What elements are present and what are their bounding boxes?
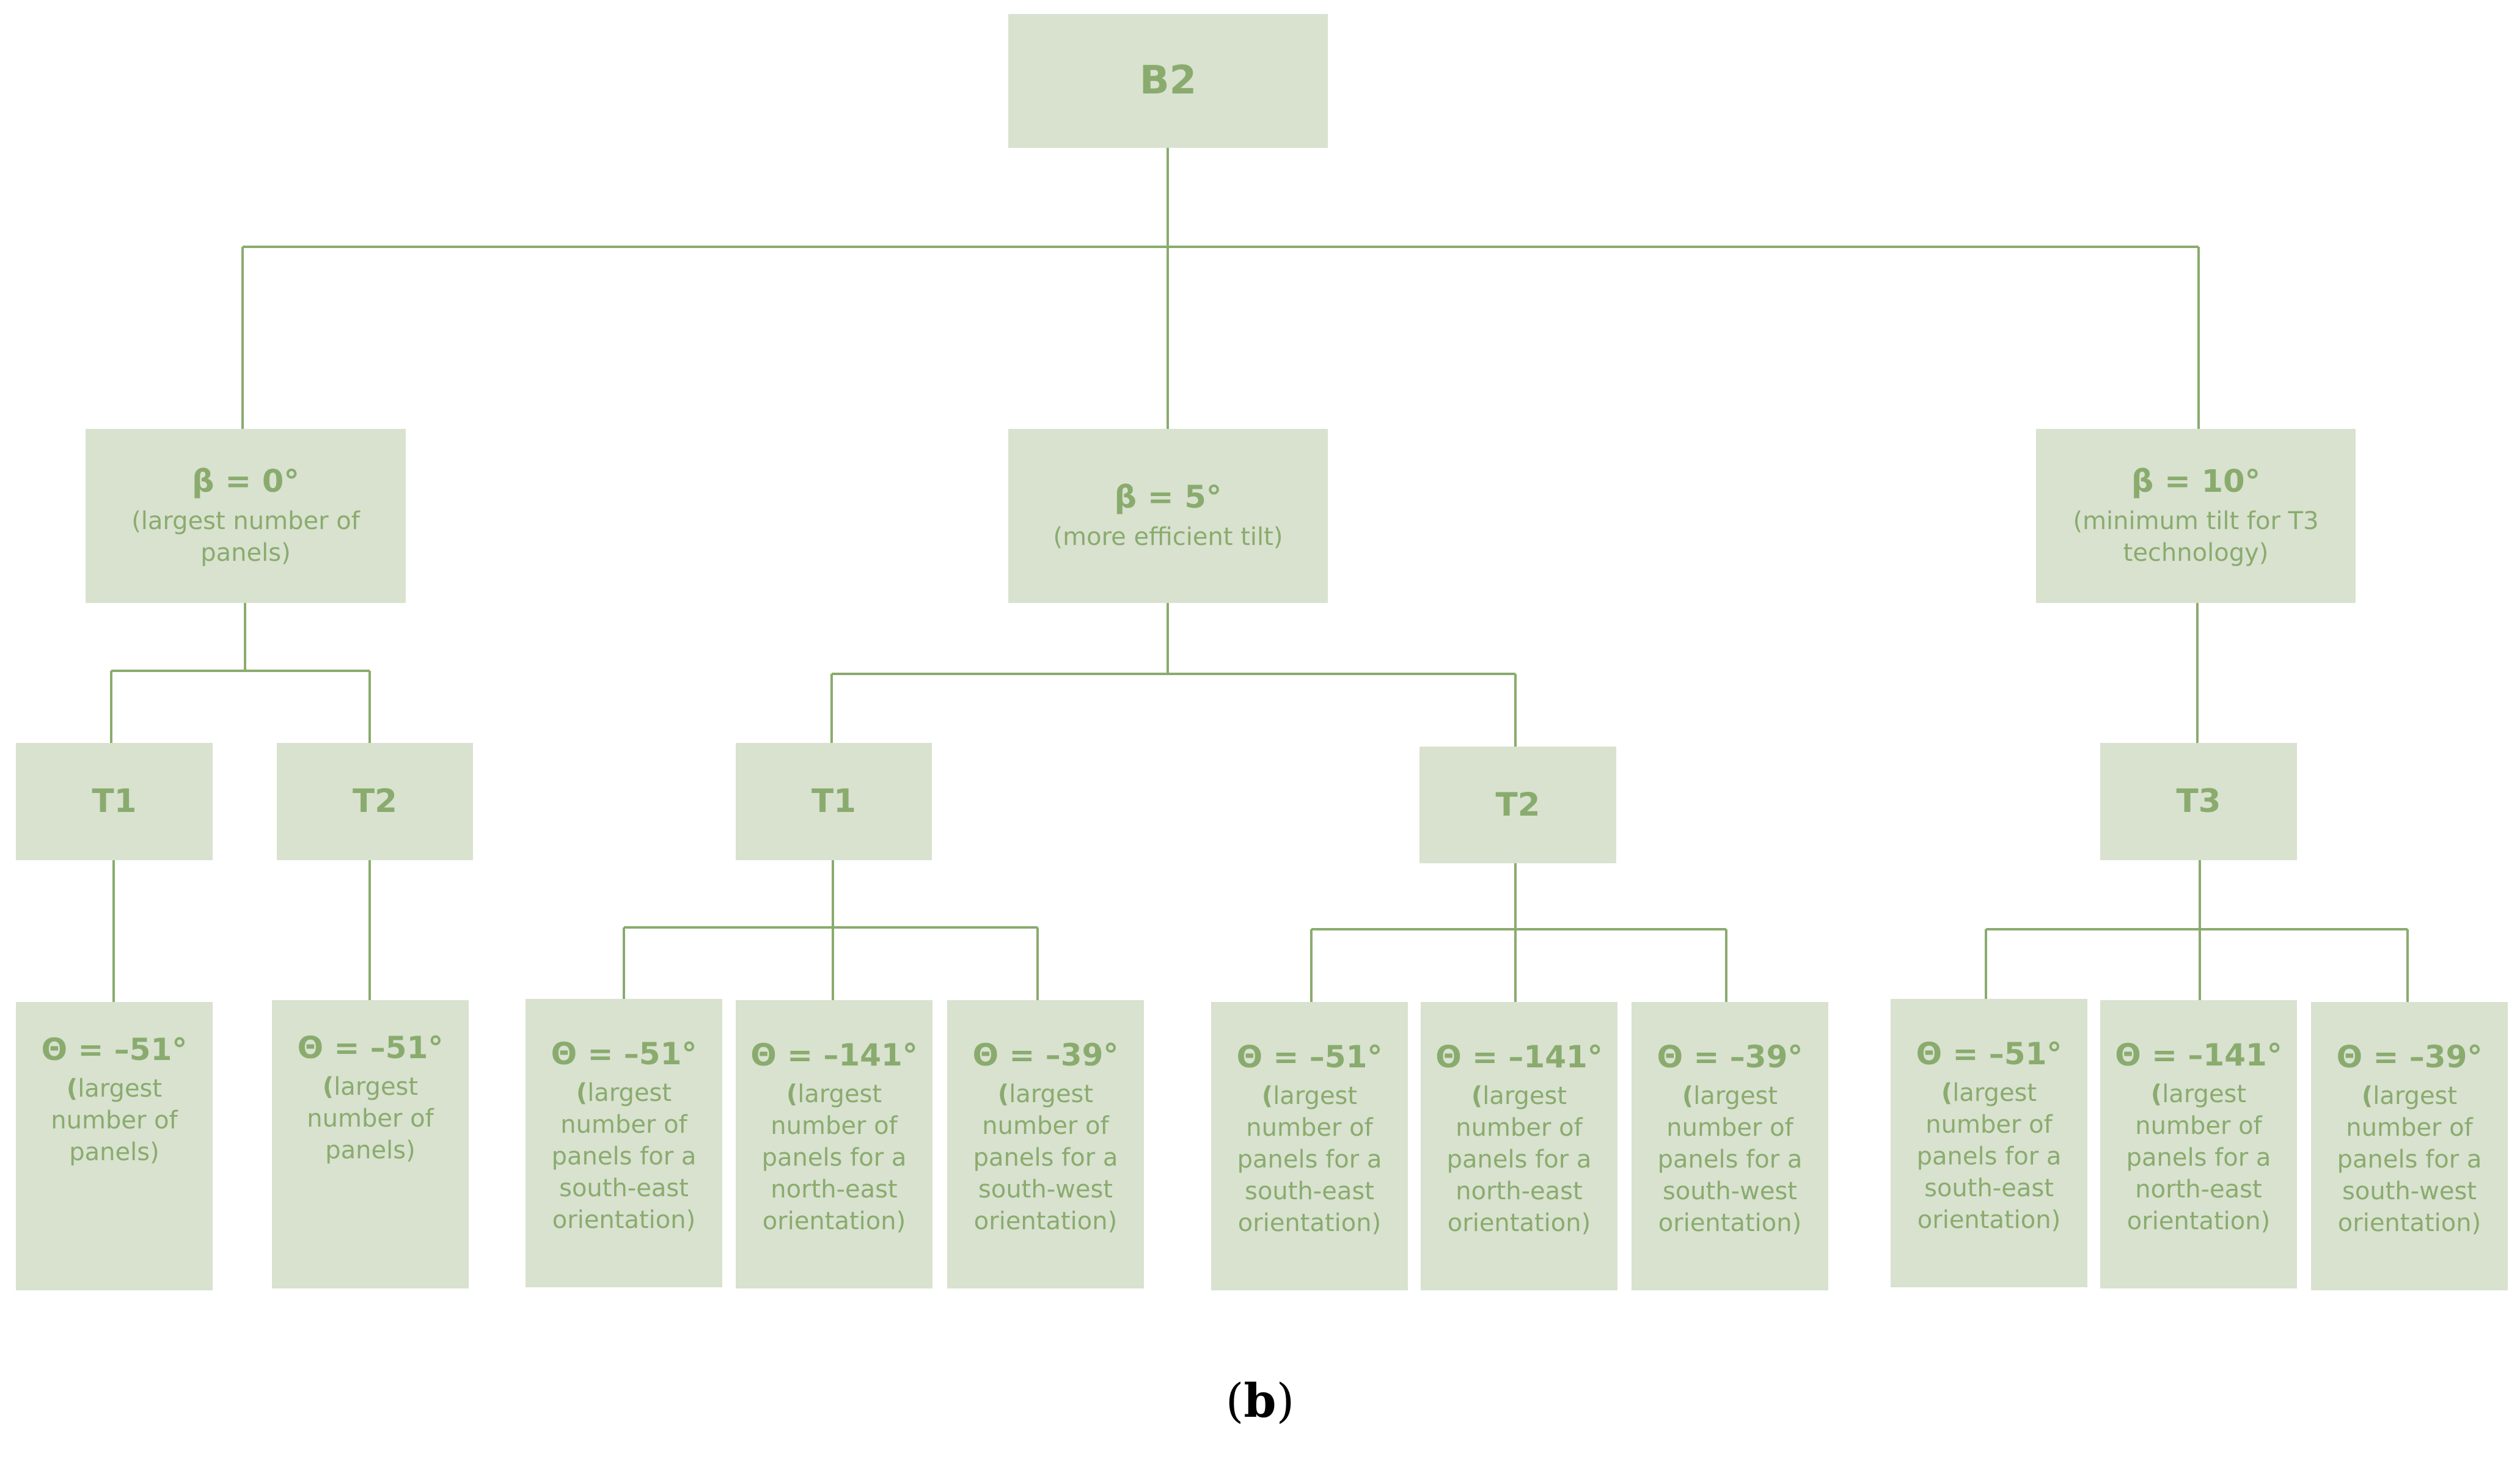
orientation-note-text: largest number of panels for a north-eas… [2126,1080,2271,1235]
orientation-note: (largest number of panels for a south-ea… [1230,1080,1389,1239]
technology-label: T1 [811,783,857,821]
orientation-node: Θ = –39° (largest number of panels for a… [1632,1002,1828,1290]
orientation-note-text: largest number of panels) [307,1073,434,1164]
caption-open: ( [1225,1373,1244,1428]
root-node: B2 [1008,14,1328,148]
orientation-note: (largest number of panels for a south-ea… [544,1077,703,1236]
orientation-title: Θ = –39° [972,1037,1119,1073]
orientation-note-text: largest number of panels for a south-wes… [973,1080,1118,1235]
root-label: B2 [1139,58,1197,104]
orientation-title: Θ = –51° [551,1036,697,1072]
orientation-node: Θ = –39° (largest number of panels for a… [947,1000,1144,1288]
orientation-node: Θ = –141° (largest number of panels for … [2100,1000,2297,1288]
caption-close: ) [1276,1373,1295,1428]
technology-label: T2 [352,783,398,821]
paren: ( [997,1080,1009,1108]
technology-node: T1 [16,743,213,860]
orientation-node: Θ = –51° (largest number of panels for a… [526,999,722,1287]
orientation-title: Θ = –51° [1236,1039,1383,1075]
paren: ( [66,1075,78,1103]
orientation-note: (largest number of panels for a south-we… [1650,1080,1809,1239]
orientation-note-text: largest number of panels for a south-eas… [551,1079,697,1234]
tilt-title: β = 5° [1114,479,1222,516]
orientation-title: Θ = –141° [750,1037,918,1073]
technology-node: T1 [736,743,932,860]
tilt-node-5: β = 5° (more efficient tilt) [1008,429,1328,603]
tilt-note: (largest number of panels) [131,507,360,568]
orientation-title: Θ = –51° [41,1032,188,1067]
paren: ( [2150,1080,2163,1108]
tilt-node-10: β = 10° (minimum tilt for T3 technology) [2036,429,2356,603]
orientation-note: (largest number of panels for a south-ea… [1910,1077,2068,1236]
technology-label: T3 [2176,783,2221,821]
figure-caption: (b) [0,1373,2520,1428]
orientation-note: (largest number of panels) [285,1071,456,1166]
orientation-title: Θ = –39° [1657,1039,1803,1075]
orientation-node: Θ = –51° (largest number of panels for a… [1211,1002,1408,1290]
technology-label: T2 [1495,786,1540,824]
orientation-note: (largest number of panels for a north-ea… [1440,1080,1599,1239]
orientation-note-text: largest number of panels for a south-eas… [1916,1079,2062,1234]
technology-node: T2 [277,743,473,860]
orientation-note-text: largest number of panels) [51,1075,178,1166]
orientation-node: Θ = –39° (largest number of panels for a… [2311,1002,2508,1290]
orientation-note-text: largest number of panels for a south-eas… [1237,1082,1382,1237]
tilt-note: (more efficient tilt) [1053,523,1283,552]
orientation-note: (largest number of panels for a south-we… [2330,1080,2489,1239]
paren: ( [1471,1082,1483,1110]
paren: ( [1682,1082,1694,1110]
orientation-note-text: largest number of panels for a north-eas… [1446,1082,1592,1237]
technology-node: T2 [1419,747,1616,863]
paren: ( [786,1080,798,1108]
orientation-title: Θ = –51° [297,1030,444,1065]
orientation-title: Θ = –141° [1435,1039,1603,1075]
tilt-note: (minimum tilt for T3 technology) [2073,507,2319,568]
paren: ( [1941,1079,1953,1107]
orientation-note: (largest number of panels for a north-ea… [2119,1078,2278,1237]
orientation-node: Θ = –51° (largest number of panels) [272,1000,469,1288]
orientation-title: Θ = –39° [2336,1039,2483,1075]
orientation-node: Θ = –141° (largest number of panels for … [1421,1002,1617,1290]
tilt-title: β = 10° [2131,463,2261,500]
tilt-node-0: β = 0° (largest number of panels) [86,429,406,603]
tilt-title: β = 0° [192,463,299,500]
paren: ( [576,1079,588,1107]
paren: ( [1261,1082,1273,1110]
orientation-note: (largest number of panels for a south-we… [966,1078,1125,1237]
orientation-node: Θ = –141° (largest number of panels for … [736,1000,932,1288]
orientation-note-text: largest number of panels for a south-wes… [2337,1082,2482,1237]
orientation-title: Θ = –51° [1916,1036,2062,1072]
orientation-node: Θ = –51° (largest number of panels for a… [1891,999,2087,1287]
orientation-note: (largest number of panels) [29,1073,200,1168]
orientation-note-text: largest number of panels for a north-eas… [761,1080,907,1235]
orientation-title: Θ = –141° [2115,1037,2282,1073]
caption-letter: b [1244,1373,1276,1428]
paren: ( [322,1073,334,1101]
technology-label: T1 [92,783,137,821]
orientation-node: Θ = –51° (largest number of panels) [16,1002,213,1290]
orientation-note: (largest number of panels for a north-ea… [755,1078,914,1237]
technology-node: T3 [2100,743,2297,860]
paren: ( [2361,1082,2373,1110]
orientation-note-text: largest number of panels for a south-wes… [1657,1082,1803,1237]
